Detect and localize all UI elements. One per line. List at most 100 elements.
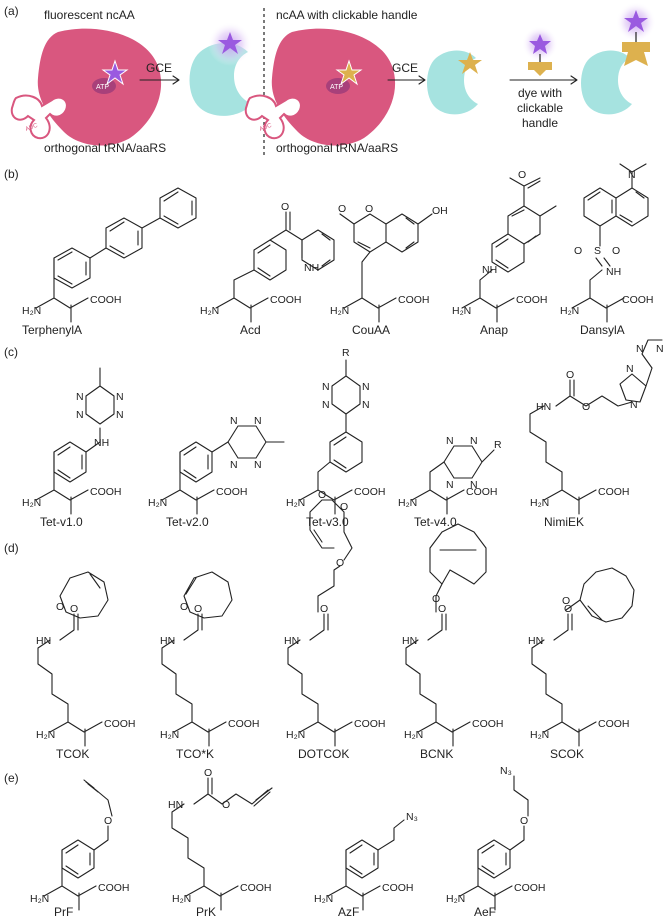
atom-r: R (494, 439, 502, 451)
compound-tcok: HN O O H₂N COOH TCOK (36, 571, 136, 761)
atom-nitrogen: N (628, 169, 636, 181)
dye-with-handle (522, 26, 558, 76)
clickable-ncaa-star (335, 59, 363, 86)
atom-hn: HN (168, 799, 183, 811)
synthetase-enzyme-right: ATP (271, 28, 396, 146)
panel-c: (c) NH N N N N H₂N COOH Tet-v1.0 N N N N (4, 339, 664, 529)
compound-name: CouAA (352, 323, 390, 337)
atom-nh: NH (94, 437, 109, 449)
compound-tet-v1: NH N N N N H₂N COOH Tet-v1.0 (22, 367, 124, 529)
compound-tet-v4: R N N N N H₂N COOH Tet-v4.0 (398, 435, 502, 529)
panel-e: (e) O H₂N COOH PrF HN O O H₂N COOH PrK (4, 765, 546, 918)
protein-middle (427, 50, 482, 115)
atom-acid: COOH (216, 486, 248, 498)
atom-n-4: N (254, 459, 262, 471)
atom-oxygen: O (520, 815, 528, 827)
atom-n-tetrazine-2: N (656, 343, 664, 355)
atom-amine: H₂N (398, 497, 417, 509)
compound-acd: O NH H₂N COOH Acd (200, 201, 335, 337)
compound-name: DansylA (580, 323, 625, 337)
compound-name: DOTCOK (298, 747, 349, 761)
panel-a: (a) fluorescent ncAA ncAA with clickable… (4, 2, 656, 156)
atom-amine: H₂N (36, 729, 55, 741)
atom-oxygen-ester: O (432, 593, 440, 605)
atom-oxygen-ester: O (582, 401, 590, 413)
panel-label-e: (e) (4, 771, 19, 785)
compound-name: TCO*K (176, 747, 214, 761)
compound-nimiek: HN O O N N N N H₂N COOH NimiEK (529, 339, 664, 529)
atom-acid: COOH (228, 718, 260, 730)
atom-n-2: N (362, 381, 370, 393)
compound-tco-star-k: HN O O H₂N COOH TCO*K (160, 571, 260, 761)
atom-acid: COOH (466, 486, 498, 498)
compound-name: AzF (338, 905, 359, 918)
atom-hn: HN (536, 401, 551, 413)
atom-oxygen-ester: O (180, 601, 188, 613)
compound-name: Tet-v2.0 (166, 515, 209, 529)
atom-amine: H₂N (404, 729, 423, 741)
atom-acid: COOH (382, 882, 414, 894)
atom-oxygen-carbonyl: O (438, 603, 446, 615)
atom-amine: H₂N (160, 729, 179, 741)
compound-name: Tet-v4.0 (414, 515, 457, 529)
atom-amine: H₂N (452, 305, 471, 317)
atom-hn: HN (402, 635, 417, 647)
trna-anticodon: AUC (25, 123, 40, 133)
atom-acid: COOH (354, 718, 386, 730)
arrow-head-1 (172, 75, 180, 85)
atom-amine: H₂N (530, 729, 549, 741)
fluorophore-star (218, 32, 242, 54)
atom-n-3: N (230, 459, 238, 471)
atom-n-3: N (446, 479, 454, 491)
atom-acid: COOH (398, 294, 430, 306)
panel-label-d: (d) (4, 541, 19, 555)
atom-hn: HN (284, 635, 299, 647)
atom-oxygen-2: O (612, 245, 620, 257)
atom-oxygen-carbonyl: O (566, 369, 574, 381)
atom-nh: NH (606, 266, 621, 278)
compound-azf: N₃ H₂N COOH AzF (314, 811, 418, 918)
atom-acid: COOH (240, 882, 272, 894)
atom-n-1: N (230, 415, 238, 427)
compound-tet-v3: R N N N N H₂N COOH Tet-v3.0 (286, 347, 386, 529)
atom-oxygen: O (518, 169, 526, 181)
atom-oxygen-ring-2: O (340, 501, 348, 513)
panel-label-a: (a) (4, 4, 19, 18)
atom-oxygen-carbonyl: O (70, 603, 78, 615)
atom-n-4: N (470, 479, 478, 491)
atom-r: R (342, 347, 350, 359)
atom-amine: H₂N (560, 305, 579, 317)
atom-acid: COOH (98, 882, 130, 894)
atom-oxygen-ester: O (562, 595, 570, 607)
atom-acid: COOH (598, 486, 630, 498)
atom-acid: COOH (90, 294, 122, 306)
atom-n-1: N (446, 435, 454, 447)
atom-amine: H₂N (172, 893, 191, 905)
atom-acid: COOH (270, 294, 302, 306)
atom-azide: N₃ (406, 811, 418, 823)
atom-amine: H₂N (22, 305, 41, 317)
handle-star (458, 52, 482, 74)
atp-badge: ATP (96, 84, 109, 91)
atom-n-4: N (362, 399, 370, 411)
atom-amine: H₂N (148, 497, 167, 509)
atom-oxygen-ester: O (222, 799, 230, 811)
atom-oxygen: O (281, 201, 289, 213)
compound-name: TerphenylA (22, 323, 82, 337)
atom-hn: HN (528, 635, 543, 647)
atom-amine: H₂N (22, 497, 41, 509)
compound-name: PrK (196, 905, 216, 918)
atom-amine: H₂N (330, 305, 349, 317)
atom-acid: COOH (514, 882, 546, 894)
atom-nh: NH (304, 262, 319, 274)
atom-oxygen: O (104, 815, 112, 827)
compound-tet-v2: N N N N H₂N COOH Tet-v2.0 (148, 415, 285, 529)
trna-anticodon-right: AUC (259, 123, 274, 133)
panel-label-c: (c) (4, 345, 18, 359)
atom-oxygen-ring-1: O (318, 489, 326, 501)
trna-right: AUC (244, 94, 302, 140)
atom-n-2: N (470, 435, 478, 447)
compound-name: Acd (240, 323, 261, 337)
compound-dansyla: S O O NH N H₂N COOH DansylA (560, 163, 654, 337)
